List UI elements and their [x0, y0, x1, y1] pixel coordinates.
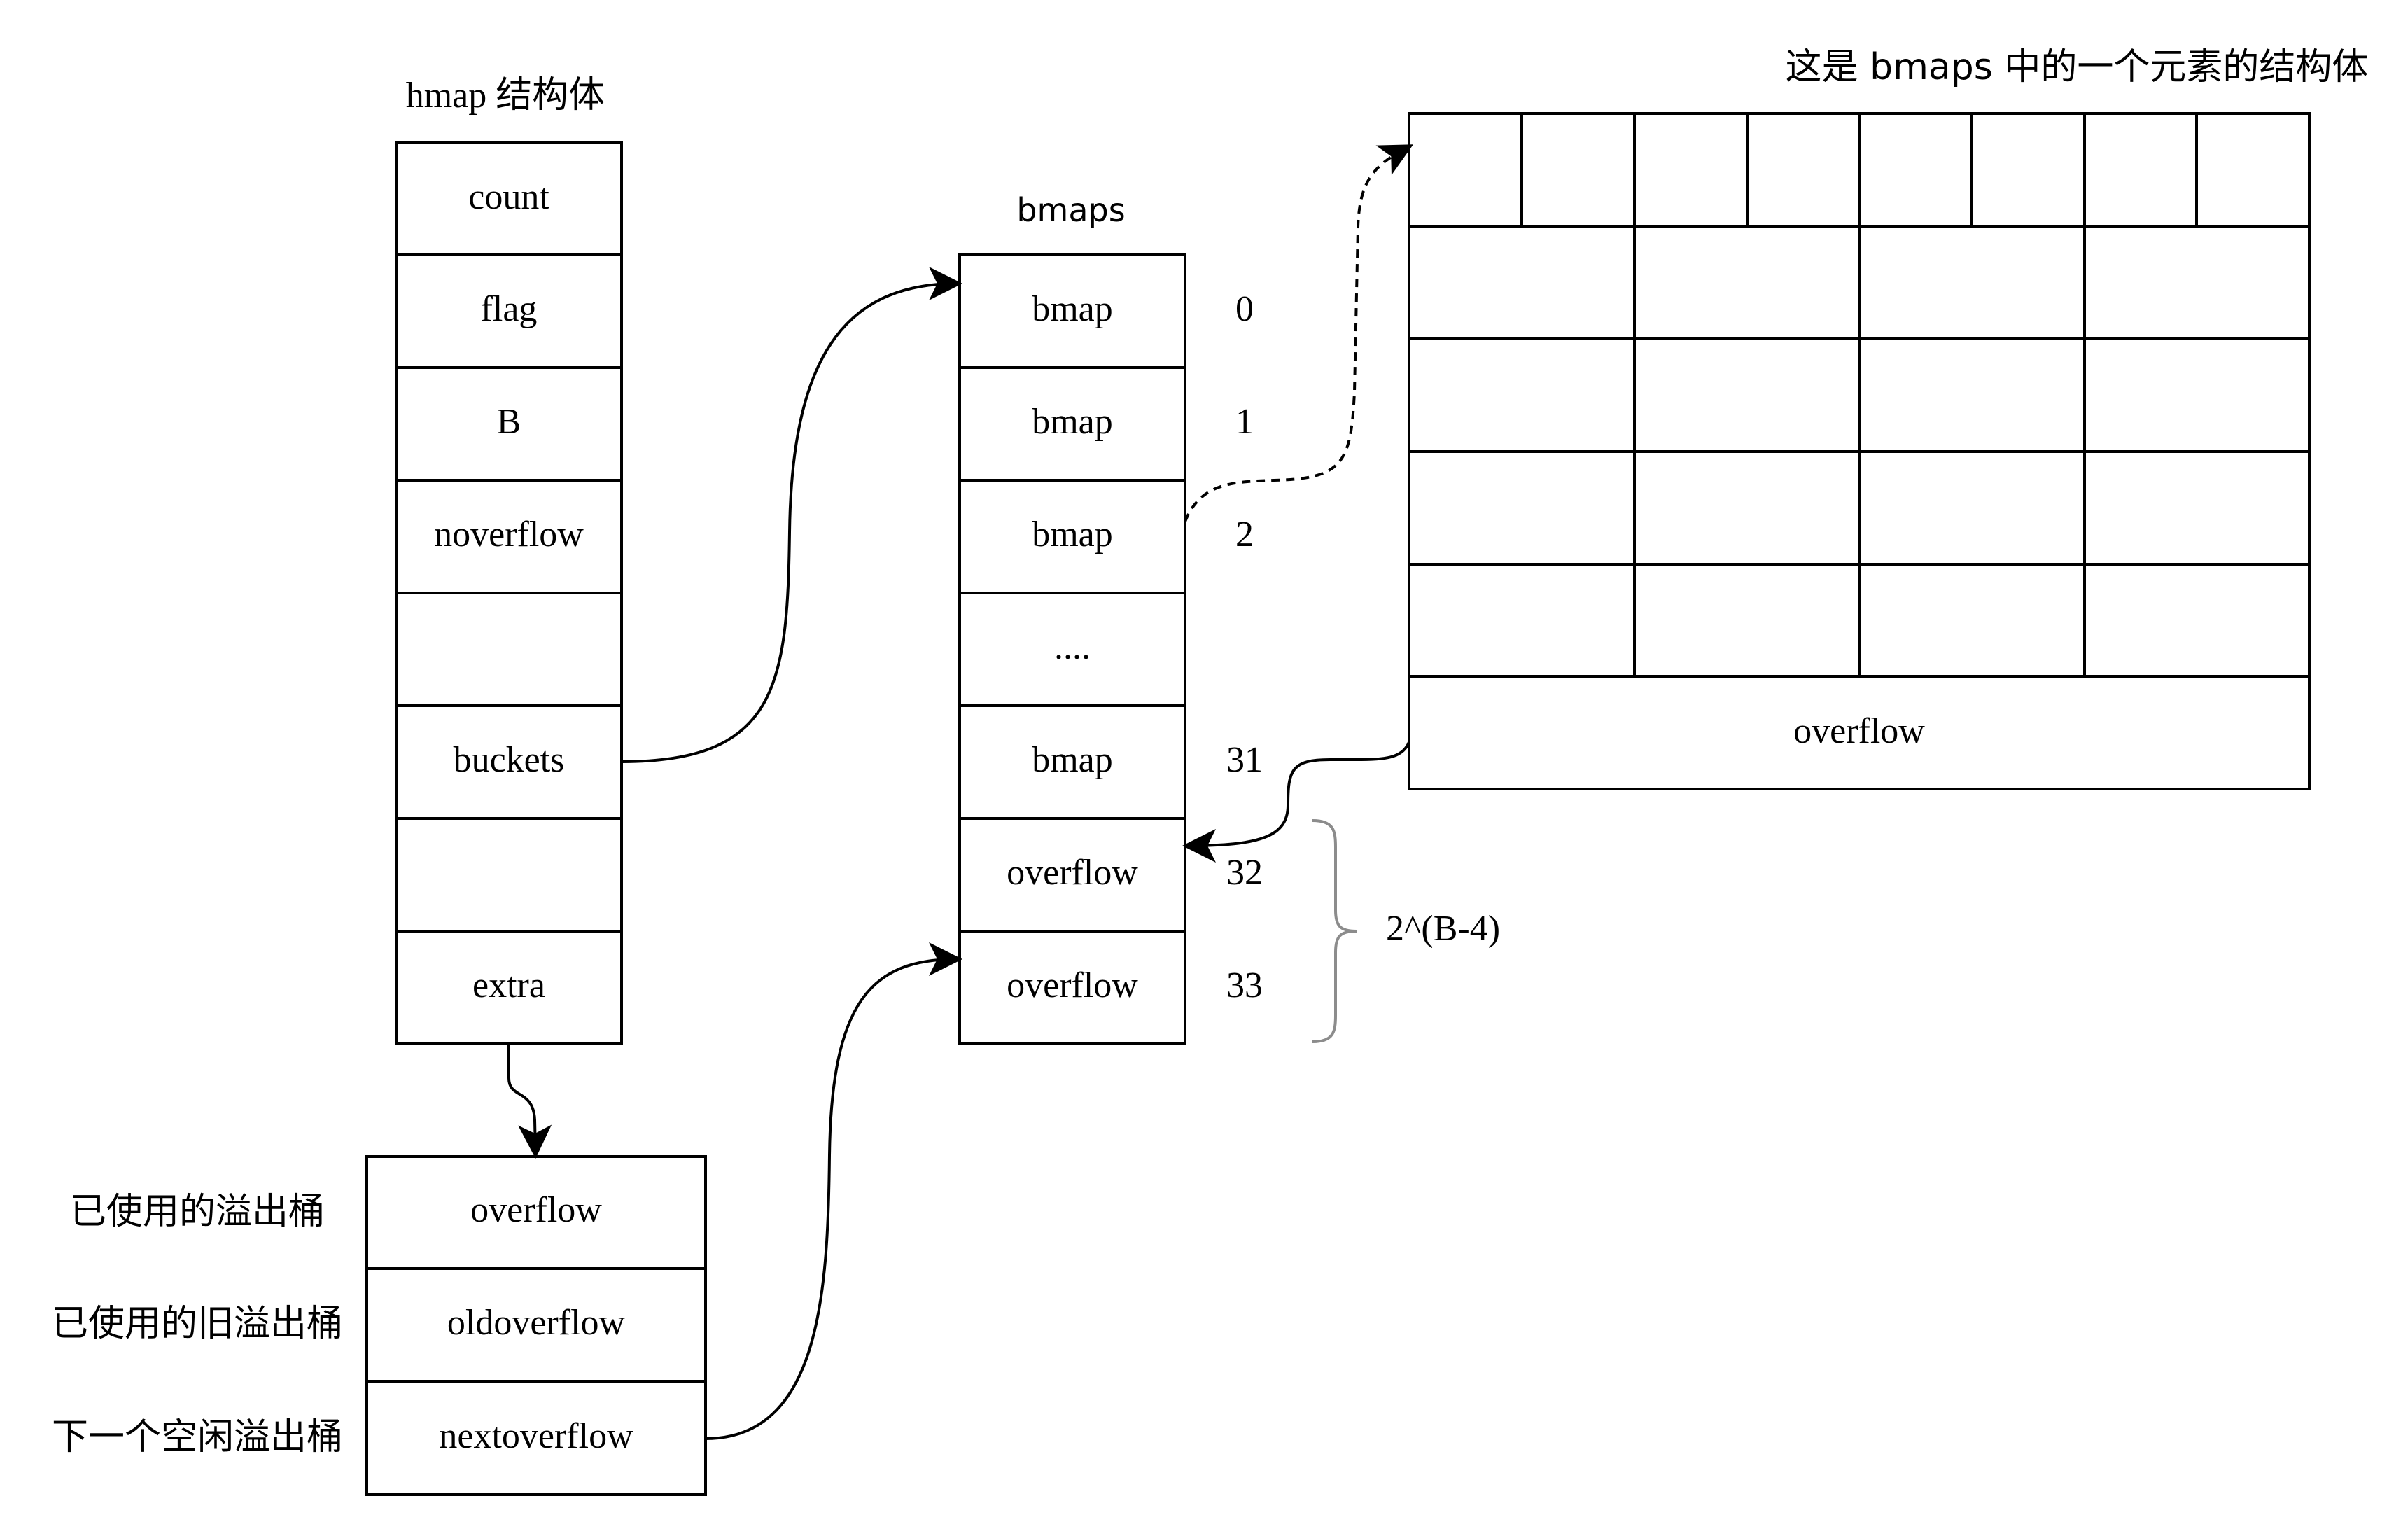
- bmaps-index-2: 2: [1236, 515, 1254, 554]
- overflow-range-label: 2^(B-4): [1386, 909, 1500, 949]
- bmaps-cell-32-label: overflow: [1007, 853, 1138, 893]
- extra-overflow-caption: 已使用的溢出桶: [70, 1191, 325, 1233]
- bmap-struct-title: 这是 bmaps 中的一个元素的结构体: [1786, 46, 2369, 88]
- edge-struct-overflow-to-bmaps-32: [1182, 741, 1410, 863]
- bmap-overflow-label: overflow: [1793, 711, 1925, 751]
- bmaps-cell-1: bmap: [958, 366, 1186, 482]
- hmap-field-noverflow-label: noverflow: [434, 515, 584, 554]
- hmap-field-empty-2: [395, 817, 623, 933]
- hmap-field-b-label: B: [497, 402, 522, 442]
- extra-field-overflow-label: overflow: [470, 1190, 602, 1230]
- extra-field-nextoverflow: nextoverflow: [365, 1380, 707, 1496]
- hmap-field-flag-label: flag: [481, 289, 538, 329]
- bmaps-cell-31-label: bmap: [1032, 740, 1113, 780]
- extra-field-oldoverflow-label: oldoverflow: [447, 1303, 626, 1343]
- extra-struct: overflow oldoverflow nextoverflow 已使用的溢出…: [52, 1155, 707, 1496]
- bmaps-cell-1-label: bmap: [1032, 402, 1113, 442]
- bmaps-cell-0: bmap: [958, 253, 1186, 369]
- hmap-field-count-label: count: [468, 177, 550, 217]
- bmaps-index-31: 31: [1226, 740, 1263, 780]
- hmap-field-flag: flag: [395, 253, 623, 369]
- bmaps-cell-2-label: bmap: [1032, 515, 1113, 554]
- edge-extra-to-overflow-struct: [507, 1045, 552, 1159]
- bmaps-index-33: 33: [1226, 965, 1263, 1005]
- hmap-field-noverflow: noverflow: [395, 479, 623, 594]
- extra-field-nextoverflow-label: nextoverflow: [439, 1416, 634, 1456]
- bmaps-cell-2: bmap: [958, 479, 1186, 594]
- hmap-field-extra: extra: [395, 930, 623, 1045]
- bmaps-title: bmaps: [1016, 191, 1125, 229]
- overflow-range-brace: [1312, 819, 1357, 1043]
- bmaps-cell-33: overflow: [958, 930, 1186, 1045]
- hmap-struct: hmap 结构体 count flag B noverflow buckets: [395, 76, 623, 1045]
- hmap-field-buckets: buckets: [395, 704, 623, 820]
- edge-buckets-to-bmaps: [621, 267, 962, 763]
- bmaps-cell-32: overflow: [958, 817, 1186, 933]
- bmaps-cell-31: bmap: [958, 704, 1186, 820]
- bmaps-array: bmaps bmap bmap bmap .... bmap overflow …: [958, 191, 1500, 1045]
- hmap-field-count: count: [395, 141, 623, 256]
- hmap-field-empty-1: [395, 592, 623, 707]
- bmaps-cell-0-label: bmap: [1032, 289, 1113, 329]
- bmaps-cell-ellipsis: ....: [958, 592, 1186, 707]
- edge-bmap-2-to-struct: [1184, 144, 1414, 522]
- extra-oldoverflow-caption: 已使用的旧溢出桶: [52, 1303, 343, 1345]
- hmap-field-extra-label: extra: [472, 965, 545, 1005]
- extra-field-overflow: overflow: [365, 1155, 707, 1270]
- bmaps-index-0: 0: [1236, 289, 1254, 329]
- edge-nextoverflow-to-bmaps-33: [705, 942, 962, 1440]
- bmap-struct: 这是 bmaps 中的一个元素的结构体 overflow: [1408, 46, 2369, 790]
- bmaps-cell-33-label: overflow: [1007, 965, 1138, 1005]
- extra-field-oldoverflow: oldoverflow: [365, 1267, 707, 1383]
- hmap-title: hmap 结构体: [406, 76, 606, 116]
- hmap-field-buckets-label: buckets: [454, 740, 565, 780]
- bmaps-cell-ellipsis-label: ....: [1054, 627, 1091, 667]
- bmap-slots-grid: [1409, 226, 2309, 678]
- bmaps-index-1: 1: [1236, 402, 1254, 442]
- extra-nextoverflow-caption: 下一个空闲溢出桶: [52, 1416, 343, 1458]
- hmap-field-b: B: [395, 366, 623, 482]
- bmaps-index-32: 32: [1226, 853, 1263, 893]
